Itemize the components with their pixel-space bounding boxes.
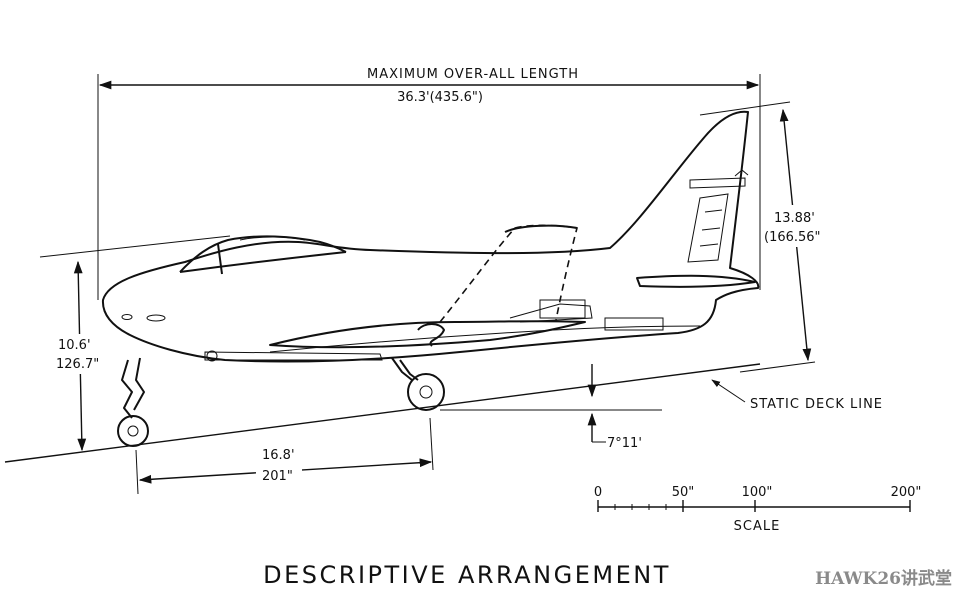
overall-length-label: MAXIMUM OVER-ALL LENGTH xyxy=(367,67,579,82)
nose-height-dimension: 10.6' 126.7" xyxy=(39,235,231,452)
overall-length-value: 36.3'(435.6") xyxy=(397,90,483,105)
watermark-text: HAWK26讲武堂 xyxy=(815,568,952,589)
drawing-caption: DESCRIPTIVE ARRANGEMENT xyxy=(263,561,671,589)
wheelbase-feet: 16.8' xyxy=(262,448,295,463)
deck-line-label: STATIC DECK LINE xyxy=(750,397,883,412)
aircraft-side-view xyxy=(101,110,760,447)
height-dimension: 13.88' (166.56" xyxy=(699,101,821,373)
wheelbase-dimension: 16.8' 201" xyxy=(135,417,434,495)
scale-tick-0: 0 xyxy=(594,485,602,500)
scale-tick-50: 50" xyxy=(672,485,695,500)
overall-length-dimension: MAXIMUM OVER-ALL LENGTH 36.3'(435.6") xyxy=(97,67,761,300)
scale-tick-100: 100" xyxy=(742,485,773,500)
deck-angle-indicator: 7°11' xyxy=(587,364,642,451)
nose-height-feet: 10.6' xyxy=(58,338,91,353)
scale-bar: 0 50" 100" 200" SCALE xyxy=(594,485,922,534)
deck-angle-value: 7°11' xyxy=(607,436,642,451)
height-inches: (166.56" xyxy=(764,230,821,245)
height-feet: 13.88' xyxy=(774,211,815,226)
scale-label: SCALE xyxy=(734,519,781,534)
nose-height-inches: 126.7" xyxy=(56,357,99,372)
scale-tick-200: 200" xyxy=(891,485,922,500)
wheelbase-inches: 201" xyxy=(262,469,293,484)
